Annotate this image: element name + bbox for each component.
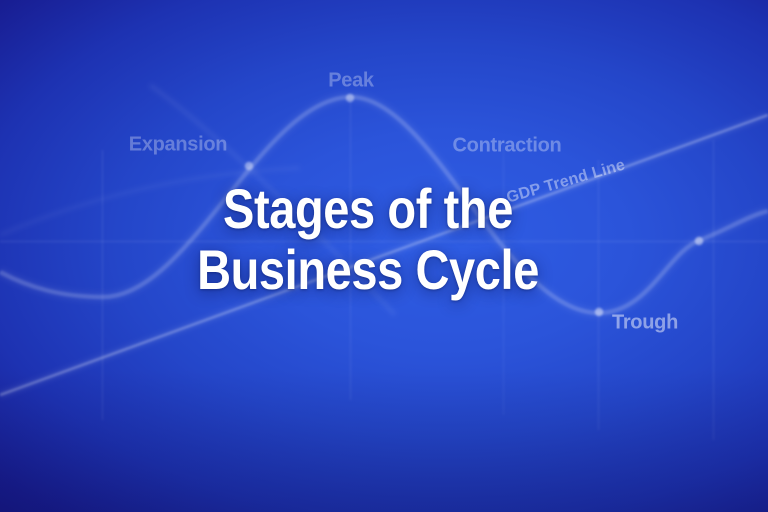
peak-label: Peak: [328, 69, 374, 92]
gdp-trend-line: [0, 111, 768, 399]
recovery-dot: [694, 236, 704, 246]
trend-line: [0, 113, 768, 397]
curve-markers: [244, 93, 704, 317]
title-line-1: Stages of the: [223, 177, 513, 240]
contraction-label: Contraction: [452, 134, 562, 157]
expansion-dot: [244, 161, 254, 171]
decorative-streak: [0, 166, 301, 237]
peak-dot: [345, 93, 355, 103]
grid-lines: [0, 98, 768, 440]
expansion-label: Expansion: [128, 133, 228, 156]
trough-label: Trough: [612, 311, 678, 334]
cycle-curve-line: [0, 94, 768, 316]
decorative-streaks: [0, 82, 397, 317]
trough-dot: [594, 307, 604, 317]
slide-title: Stages of the Business Cycle: [197, 178, 539, 300]
cycle-curve: [0, 91, 768, 319]
decorative-streak: [148, 82, 397, 317]
title-line-2: Business Cycle: [197, 238, 539, 301]
